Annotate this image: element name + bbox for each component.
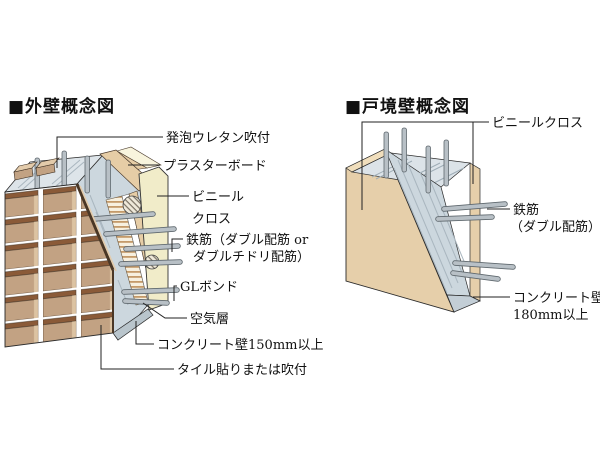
exterior-leader-lines (56, 136, 189, 370)
label-vinyl-line2: クロス (192, 212, 231, 227)
label-concrete-wall: コンクリート壁150mm以上 (157, 338, 323, 353)
concrete-bottom-edge (112, 308, 154, 341)
partition-wall-title: ■戸境壁概念図 (345, 96, 470, 117)
label-partition-rebar-line2: （ダブル配筋） (510, 219, 600, 235)
corner-bricks (13, 157, 60, 181)
partition-leader-lines (361, 121, 510, 298)
label-tile: タイル貼りまたは吹付 (177, 363, 307, 378)
label-vinyl-cloth: ビニールクロス (492, 116, 583, 131)
exterior-wall-title: ■外壁概念図 (8, 96, 115, 117)
label-vinyl-line1: ビニール (192, 190, 244, 205)
label-partition-concrete-line2: 180mm以上 (513, 308, 588, 323)
partition-cut-hatch (393, 159, 467, 294)
exterior-wall-diagram: ■外壁概念図 (4, 96, 323, 378)
label-plasterboard: プラスターボード (163, 159, 267, 174)
partition-back-panel-edge (469, 162, 481, 302)
label-air-layer: 空気層 (190, 311, 229, 327)
label-partition-rebar-line1: 鉄筋 (513, 202, 539, 218)
partition-horizontal-rebar (435, 201, 516, 282)
label-urethane: 発泡ウレタン吹付 (166, 131, 270, 146)
tile-cut-edge (75, 183, 117, 333)
partition-bottom-edge (446, 294, 481, 313)
vinyl-top-edge (116, 146, 162, 169)
partition-vertical-rebar (383, 127, 449, 194)
horizontal-rebar-rods (91, 211, 183, 306)
label-rebar-line2: ダブルチドリ配筋） (193, 249, 310, 265)
vinyl-cloth-face (138, 166, 169, 311)
label-rebar-line1: 鉄筋（ダブル配筋 or (186, 232, 309, 248)
partition-wall-diagram: ■戸境壁概念図 (345, 96, 600, 323)
label-gl-bond: GLボンド (180, 280, 238, 295)
label-partition-concrete-line1: コンクリート壁 (513, 291, 600, 306)
